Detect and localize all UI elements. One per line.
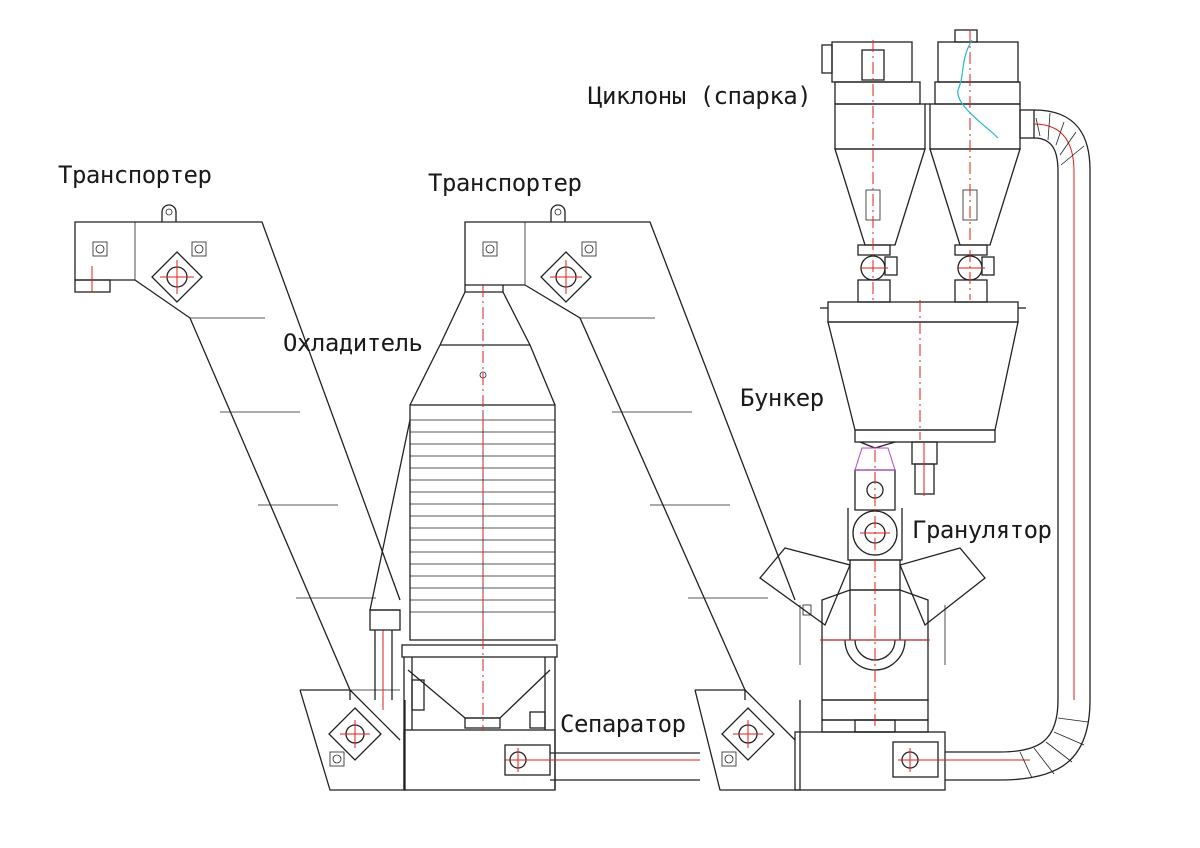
transporter-mid-label: Транспортер	[428, 169, 582, 197]
return-pipe	[945, 109, 1091, 781]
separator-label: Сепаратор	[560, 710, 686, 738]
cyclones-label: Циклоны (спарка)	[588, 82, 812, 110]
transporter-left-label: Транспортер	[58, 161, 212, 189]
bunker	[820, 300, 1026, 496]
granulator-label: Гранулятор	[912, 516, 1052, 544]
cooler-label: Охладитель	[283, 329, 423, 357]
transporter-mid	[464, 204, 801, 791]
granulator	[759, 450, 986, 733]
cooler	[369, 285, 558, 791]
granulator-base	[794, 731, 1030, 791]
separator	[504, 744, 700, 781]
cyclones	[821, 29, 1035, 303]
transporter-left	[74, 204, 406, 791]
bunker-label: Бункер	[740, 384, 824, 412]
